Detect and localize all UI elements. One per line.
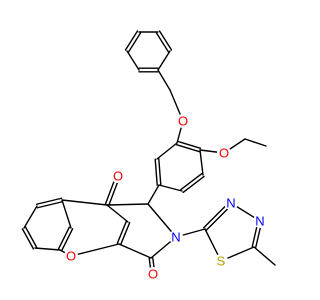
atom-o-pyran: O — [64, 249, 78, 264]
bond-c3-c4-b — [182, 175, 205, 194]
atom-o-carbonyl-top: O — [111, 169, 125, 184]
bond-bz1-bz2-b — [36, 201, 64, 209]
bond-b6-b1-a — [127, 32, 142, 53]
bond-c2-c3 — [199, 149, 204, 176]
molecule-structure-diagram: O O O O O N N N — [21, 30, 276, 282]
bond-c3-c4-a — [180, 172, 203, 191]
atom-n-pyrrole: N — [169, 230, 183, 245]
atom-n-pyrrole-label: N — [171, 230, 180, 245]
bond-c5-c6-a — [158, 158, 162, 186]
atom-s-thiadiazole: S — [214, 254, 228, 269]
atom-o-carbonyl-right-label: O — [148, 267, 158, 282]
atom-o-carbonyl-top-label: O — [113, 169, 123, 184]
bond-c1-c2-b — [176, 140, 202, 149]
atom-o-ethoxy: O — [217, 146, 231, 161]
bond-c6-c1 — [156, 142, 178, 160]
bond-b4-ch2 — [157, 69, 171, 91]
bond-e1-e2 — [244, 138, 267, 147]
bond-a4-c3r — [118, 243, 152, 259]
bond-t4-me — [253, 246, 276, 266]
bond-bz2-bz3 — [23, 205, 38, 229]
bond-a5-a4-b — [119, 221, 131, 246]
atom-n-thiadiazole-2: N — [253, 214, 267, 229]
atom-n-thiadiazole-1: N — [224, 196, 238, 211]
bond-c1r-np — [147, 203, 177, 238]
bond-c5-c6-b — [154, 158, 158, 186]
bond-c5-c1r — [147, 184, 160, 205]
atom-o-carbonyl-right: O — [146, 267, 160, 282]
bond-bz4-bz5 — [34, 247, 61, 251]
bond-bz3-bz4-a — [21, 228, 35, 250]
bond-a1-bz1 — [61, 199, 108, 206]
bond-bz6-bz1 — [61, 199, 72, 229]
atom-label-layer: O O O O O N N N — [64, 114, 267, 282]
bond-bz1-bz2-a — [35, 197, 63, 205]
atom-n-thiadiazole-2-label: N — [255, 214, 264, 229]
bond-b2-b3-b — [158, 30, 173, 51]
bond-b5-b6 — [126, 50, 140, 71]
bond-bz5-bz6-b — [57, 226, 71, 250]
bond-a1-a5 — [106, 204, 129, 223]
bond-c1-c2-a — [175, 144, 201, 153]
bond-b6-b1-b — [124, 30, 139, 51]
atom-o-benzyl-label: O — [178, 114, 188, 129]
bond-b3-b4 — [157, 50, 171, 71]
bond-a4-oring — [70, 243, 120, 257]
bond-a5-a4-a — [116, 220, 128, 245]
bond-b2-b3-a — [155, 32, 170, 53]
atom-o-benzyl: O — [176, 114, 190, 129]
atom-o-pyran-label: O — [66, 249, 76, 264]
bond-c1r-a1 — [106, 203, 149, 206]
bond-c4-c5 — [158, 184, 183, 192]
bond-bz5-bz6-a — [60, 228, 74, 252]
atom-n-thiadiazole-1-label: N — [226, 196, 235, 211]
atom-o-ethoxy-label: O — [219, 146, 229, 161]
atom-s-thiadiazole-label: S — [217, 254, 226, 269]
bond-bz3-bz4-b — [24, 226, 38, 248]
bond-layer — [21, 30, 276, 275]
